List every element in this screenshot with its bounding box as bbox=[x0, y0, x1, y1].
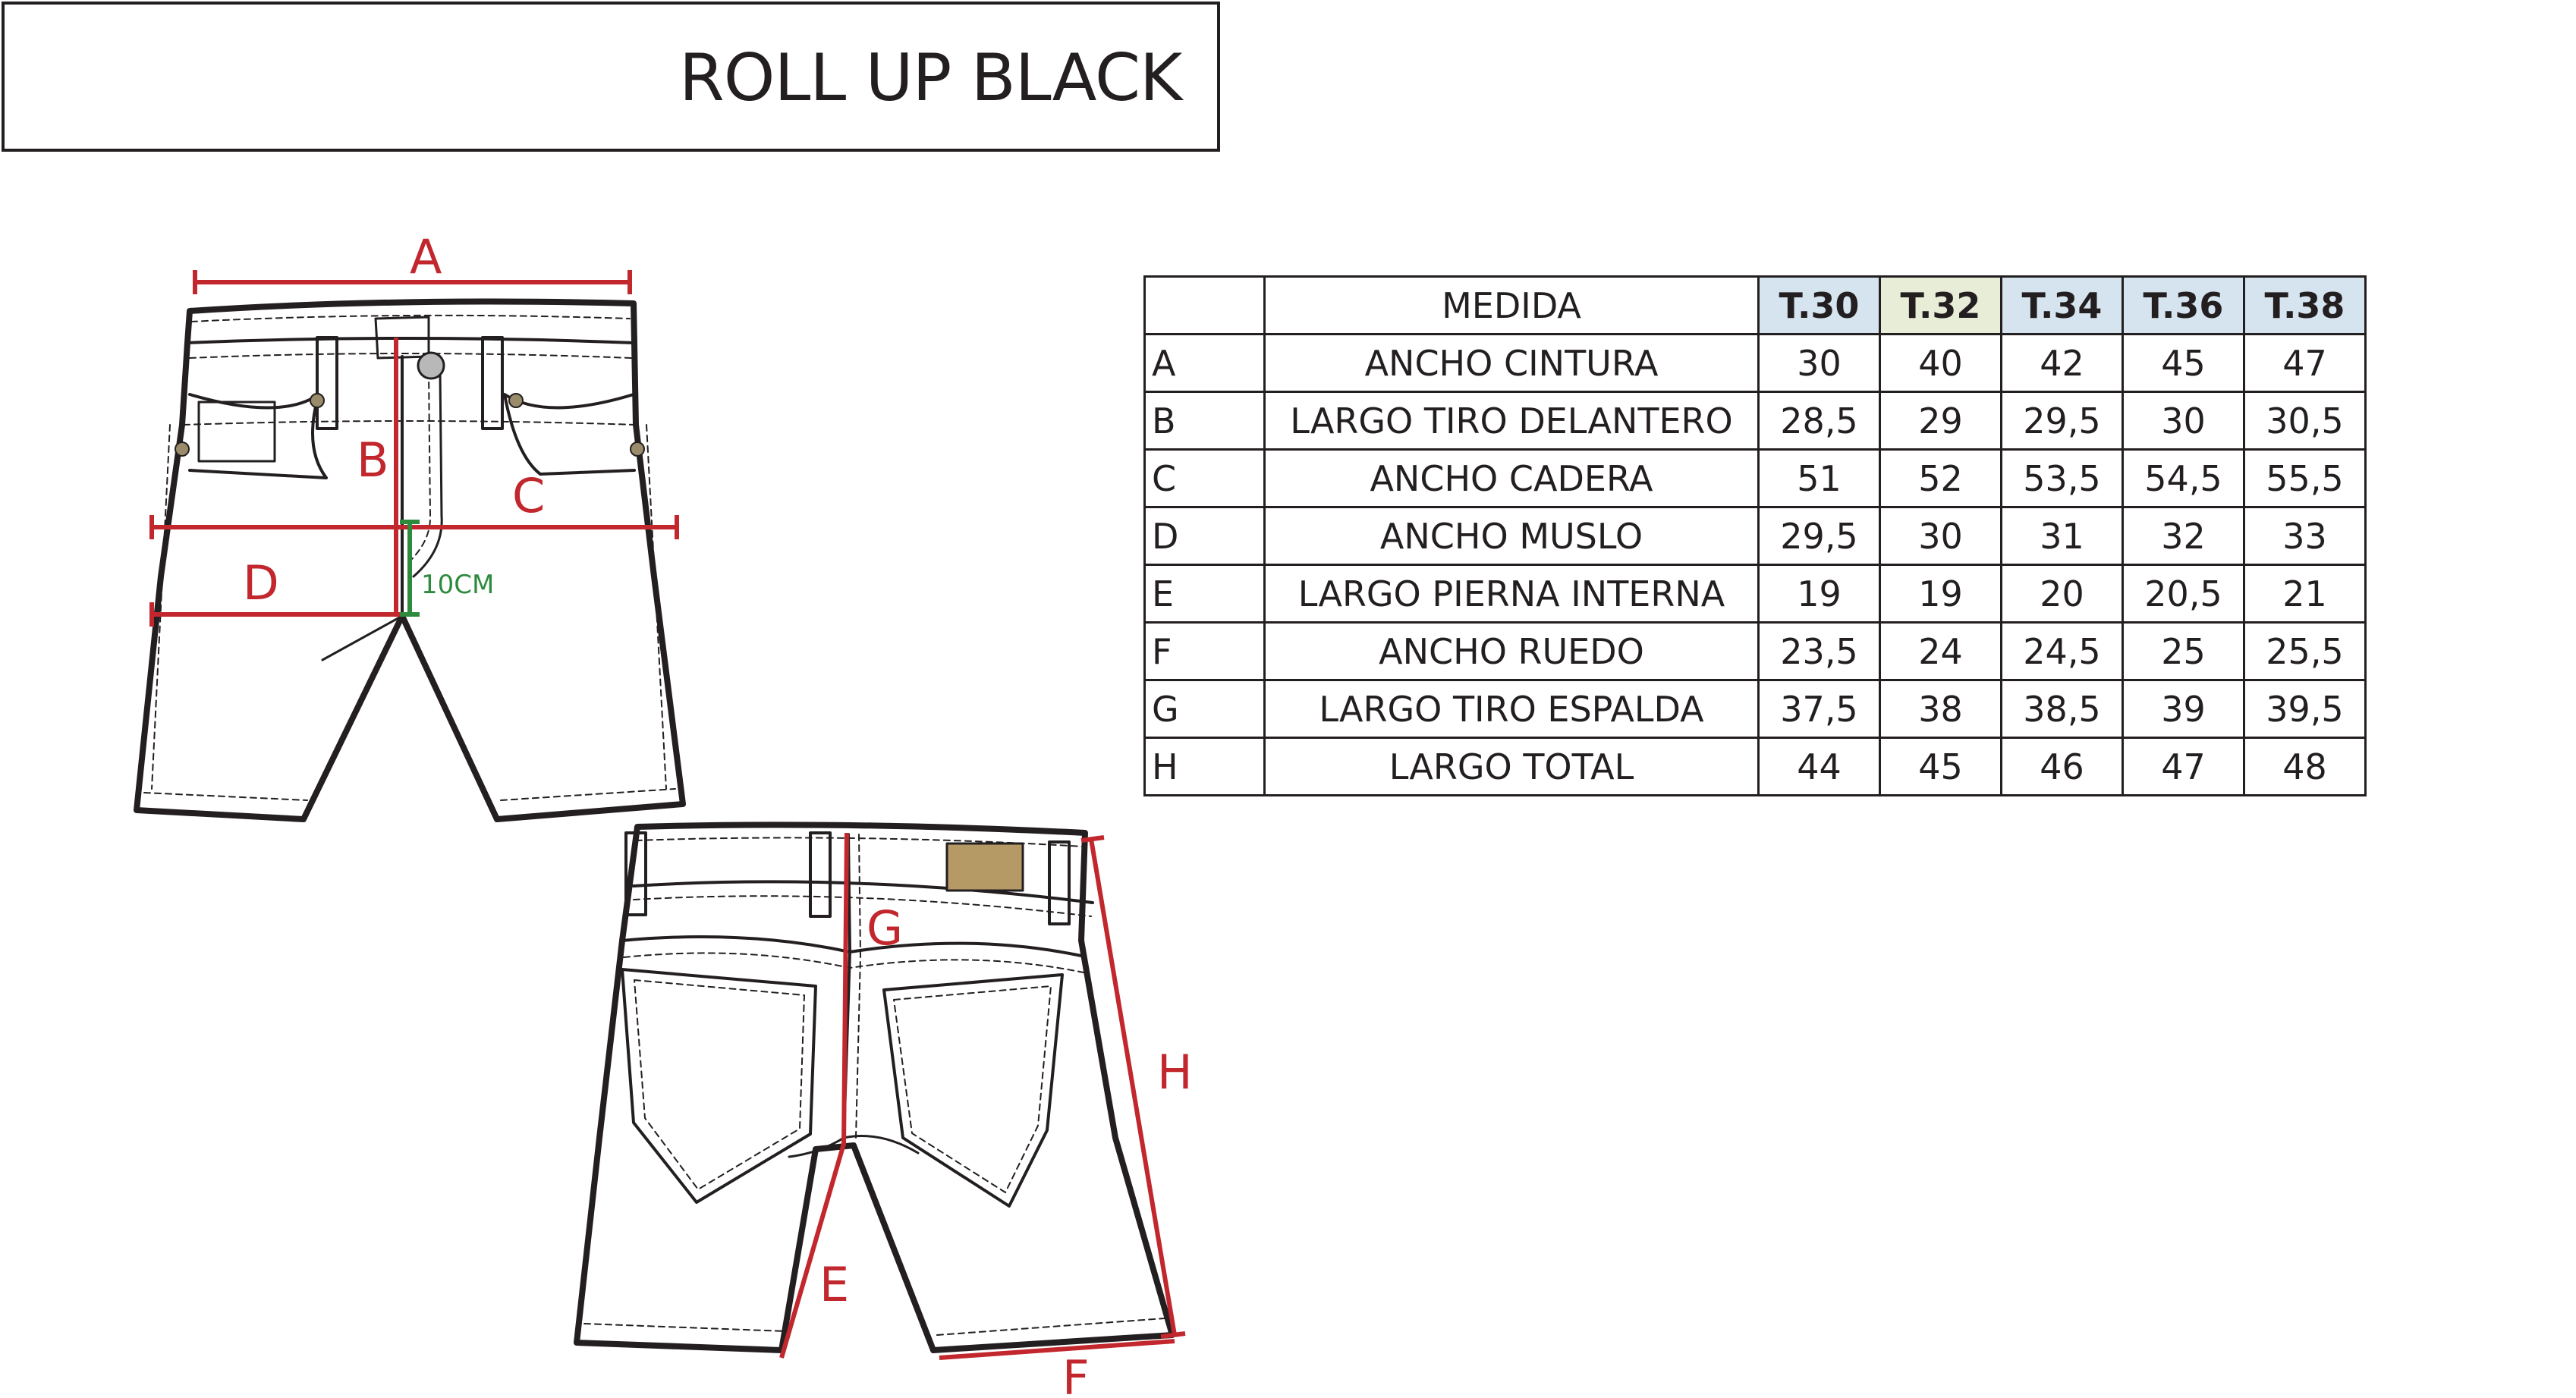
label-g: G bbox=[867, 900, 903, 956]
label-h: H bbox=[1157, 1045, 1193, 1100]
row-value: 30 bbox=[2122, 391, 2245, 451]
row-value: 25 bbox=[2122, 621, 2245, 681]
measure-line-g bbox=[841, 832, 849, 1146]
row-value: 38,5 bbox=[2000, 679, 2124, 739]
row-name: ANCHO MUSLO bbox=[1263, 506, 1760, 566]
back-shorts-drawing bbox=[574, 822, 1175, 1353]
label-f: F bbox=[1062, 1350, 1090, 1398]
label-b: B bbox=[357, 432, 389, 488]
row-value: 47 bbox=[2122, 737, 2245, 796]
row-name: LARGO TOTAL bbox=[1263, 737, 1760, 796]
header-size: T.38 bbox=[2243, 275, 2367, 335]
row-value: 29,5 bbox=[2000, 391, 2124, 451]
row-value: 32 bbox=[2122, 506, 2245, 566]
row-value: 54,5 bbox=[2122, 448, 2245, 508]
row-name: ANCHO CINTURA bbox=[1263, 333, 1760, 393]
row-name: ANCHO CADERA bbox=[1263, 448, 1760, 508]
row-value: 39 bbox=[2122, 679, 2245, 739]
row-value: 37,5 bbox=[1757, 679, 1881, 739]
ten-cm-marker bbox=[400, 520, 420, 617]
row-code: H bbox=[1143, 737, 1266, 796]
row-value: 19 bbox=[1879, 564, 2002, 624]
measure-line-h bbox=[1089, 838, 1177, 1336]
header-size: T.30 bbox=[1757, 275, 1881, 335]
header-empty-cell bbox=[1143, 275, 1266, 335]
label-d: D bbox=[243, 555, 279, 611]
header-size: T.34 bbox=[2000, 275, 2124, 335]
label-ten-cm: 10CM bbox=[421, 570, 494, 600]
row-value: 51 bbox=[1757, 448, 1881, 508]
row-name: LARGO PIERNA INTERNA bbox=[1263, 564, 1760, 624]
row-value: 48 bbox=[2243, 737, 2367, 796]
leather-patch bbox=[945, 842, 1024, 892]
measure-line-f bbox=[939, 1339, 1175, 1360]
row-value: 40 bbox=[1879, 333, 2002, 393]
row-value: 24,5 bbox=[2000, 621, 2124, 681]
row-value: 38 bbox=[1879, 679, 2002, 739]
row-value: 29,5 bbox=[1757, 506, 1881, 566]
table-header-row: MEDIDA T.30 T.32 T.34 T.36 T.38 bbox=[1143, 275, 2367, 335]
row-code: F bbox=[1143, 621, 1266, 681]
measurement-lines bbox=[149, 270, 1186, 1360]
row-value: 33 bbox=[2243, 506, 2367, 566]
row-value: 55,5 bbox=[2243, 448, 2367, 508]
row-value: 47 bbox=[2243, 333, 2367, 393]
row-code: E bbox=[1143, 564, 1266, 624]
row-code: A bbox=[1143, 333, 1266, 393]
title-box bbox=[2, 2, 1220, 152]
row-value: 45 bbox=[2122, 333, 2245, 393]
measure-line-e bbox=[779, 1143, 846, 1359]
label-a: A bbox=[410, 229, 442, 284]
label-c: C bbox=[512, 468, 545, 523]
header-size: T.36 bbox=[2122, 275, 2245, 335]
row-value: 30 bbox=[1879, 506, 2002, 566]
row-value: 24 bbox=[1879, 621, 2002, 681]
page-title: ROLL UP BLACK bbox=[679, 40, 1182, 116]
row-value: 20,5 bbox=[2122, 564, 2245, 624]
row-value: 42 bbox=[2000, 333, 2124, 393]
row-value: 21 bbox=[2243, 564, 2367, 624]
row-value: 46 bbox=[2000, 737, 2124, 796]
front-shorts-drawing bbox=[134, 298, 686, 822]
row-code: G bbox=[1143, 679, 1266, 739]
row-code: D bbox=[1143, 506, 1266, 566]
row-value: 45 bbox=[1879, 737, 2002, 796]
row-code: B bbox=[1143, 391, 1266, 451]
row-value: 30 bbox=[1757, 333, 1881, 393]
row-value: 39,5 bbox=[2243, 679, 2367, 739]
row-value: 53,5 bbox=[2000, 448, 2124, 508]
row-value: 30,5 bbox=[2243, 391, 2367, 451]
row-name: ANCHO RUEDO bbox=[1263, 621, 1760, 681]
header-size: T.32 bbox=[1879, 275, 2002, 335]
row-value: 52 bbox=[1879, 448, 2002, 508]
row-value: 28,5 bbox=[1757, 391, 1881, 451]
row-code: C bbox=[1143, 448, 1266, 508]
label-e: E bbox=[819, 1257, 849, 1312]
row-value: 20 bbox=[2000, 564, 2124, 624]
row-value: 19 bbox=[1757, 564, 1881, 624]
row-value: 44 bbox=[1757, 737, 1881, 796]
row-value: 31 bbox=[2000, 506, 2124, 566]
row-value: 29 bbox=[1879, 391, 2002, 451]
row-name: LARGO TIRO ESPALDA bbox=[1263, 679, 1760, 739]
row-value: 23,5 bbox=[1757, 621, 1881, 681]
row-value: 25,5 bbox=[2243, 621, 2367, 681]
header-medida: MEDIDA bbox=[1263, 275, 1760, 335]
row-name: LARGO TIRO DELANTERO bbox=[1263, 391, 1760, 451]
